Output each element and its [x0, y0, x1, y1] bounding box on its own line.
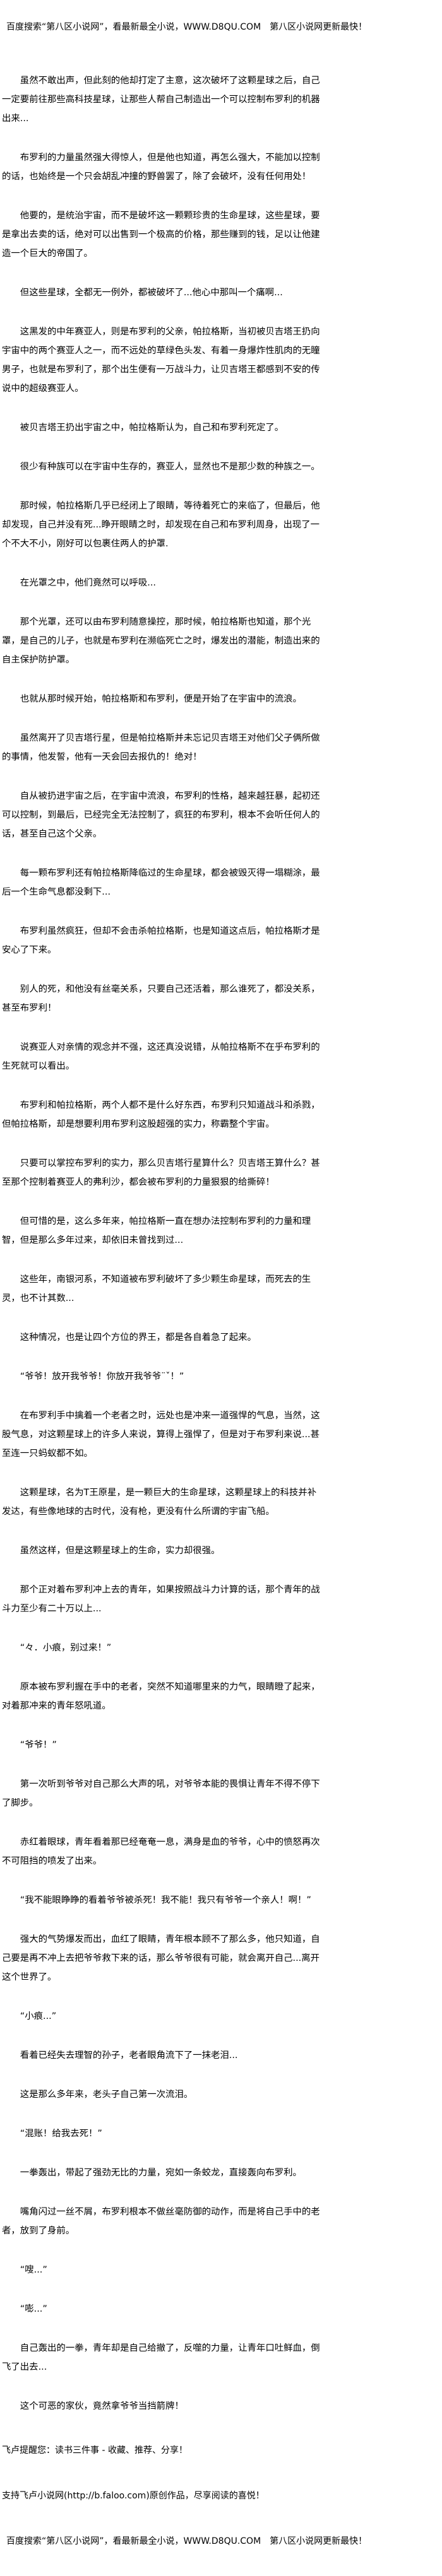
paragraph: 第一次听到爷爷对自己那么大声的吼，对爷爷本能的畏惧让青年不得不停下了脚步。	[2, 1779, 320, 1808]
paragraph: 这颗星球，名为T王原星，是一颗巨大的生命星球，这颗星球上的科技并补发达，有些像地…	[2, 1488, 317, 1517]
paragraph: 但可惜的是，这么多年来，帕拉格斯一直在想办法控制布罗利的力量和理智，但是那么多年…	[2, 1216, 311, 1245]
paragraph: 但这些星球，全都无一例外，都被破坏了...他心中那叫一个痛啊...	[20, 288, 283, 298]
paragraph: 一拳轰出，带起了强劲无比的力量，宛如一条蛟龙，直接轰向布罗利。	[20, 2168, 302, 2178]
paragraph: 被贝吉塔王扔出宇宙之中，帕拉格斯认为，自己和布罗利死定了。	[20, 423, 284, 433]
chapter-page: 百度搜索“第八区小说网”，看最新最全小说，WWW.D8QU.COM 第八区小说网…	[0, 18, 367, 2551]
paragraph: 原本被布罗利握在手中的老者，突然不知道哪里来的力气，眼睛瞪了起来，对着那冲来的青…	[2, 1682, 320, 1711]
paragraph: 这个可恶的家伙，竟然拿爷爷当挡箭牌！	[20, 2401, 184, 2411]
paragraph: 别人的死，和他没有丝毫关系，只要自己还活着，那么谁死了，都没关系，甚至布罗利！	[2, 984, 320, 1013]
paragraph: “小痕...”	[20, 2011, 57, 2021]
paragraph: “爷爷！放开我爷爷！你放开我爷爷¨ˇ！”	[20, 1372, 184, 1382]
support-notice: 支持飞卢小说网(http://b.faloo.com)原创作品，尽享阅读的喜悦！	[2, 2491, 265, 2501]
paragraph: “我不能眼睁睁的看着爷爷被杀死！我不能！我只有爷爷一个亲人！啊！”	[20, 1895, 311, 1905]
paragraph: 布罗利虽然疯狂，但却不会击杀帕拉格斯，也是知道这点后，帕拉格斯才是安心了下来。	[2, 926, 320, 955]
paragraph: “嗖...”	[20, 2265, 47, 2275]
paragraph: 在光罩之中，他们竟然可以呼吸...	[20, 578, 156, 588]
paragraph: 虽然离开了贝吉塔行星，但是帕拉格斯并未忘记贝吉塔王对他们父子俩所做的事情，他发誓…	[2, 733, 320, 762]
paragraph: 布罗利和帕拉格斯，两个人都不是什么好东西，布罗利只知道战斗和杀戮，但帕拉格斯，却…	[2, 1100, 320, 1129]
paragraph: 那个正对着布罗利冲上去的青年，如果按照战斗力计算的话，那个青年的战斗力至少有二十…	[2, 1585, 320, 1614]
paragraph: 只要可以掌控布罗利的实力，那么贝吉塔行星算什么？贝吉塔王算什么？甚至那个控制着赛…	[2, 1158, 320, 1187]
paragraph: 这黑发的中年赛亚人，则是布罗利的父亲，帕拉格斯，当初被贝吉塔王扔向宇宙中的两个赛…	[2, 327, 320, 394]
paragraph: 自己轰出的一拳，青年却是自己给撤了，反噬的力量，让青年口吐鲜血，倒飞了出去...	[2, 2343, 320, 2372]
site-banner-bottom: 百度搜索“第八区小说网”，看最新最全小说，WWW.D8QU.COM 第八区小说网…	[6, 2536, 367, 2546]
chapter-footer: 飞卢提醒您：读书三件事 - 收藏、推荐、分享！ 支持飞卢小说网(http://b…	[2, 2441, 367, 2551]
paragraph: 在布罗利手中擒着一个老者之时，远处也是冲来一道强悍的气息，当然，这股气息，对这颗…	[2, 1411, 320, 1459]
paragraph: 这些年，南银河系，不知道被布罗利破坏了多少颗生命星球，而死去的生灵，也不计其数.…	[2, 1274, 311, 1303]
paragraph: 布罗利的力量虽然强大得惊人，但是他也知道，再怎么强大，不能加以控制的话，也始终是…	[2, 153, 320, 182]
paragraph: 看着已经失去理智的孙子，老者眼角流下了一抹老泪...	[20, 2050, 238, 2061]
site-banner-top: 百度搜索“第八区小说网”，看最新最全小说，WWW.D8QU.COM 第八区小说网…	[6, 22, 367, 32]
paragraph: 这种情况，也是让四个方位的界王，都是各自着急了起来。	[20, 1332, 256, 1343]
paragraph: 他要的，是统治宇宙，而不是破坏这一颗颗珍贵的生命星球，这些星球，要是拿出去卖的话…	[2, 211, 320, 259]
chapter-content: 虽然不敢出声，但此刻的他却打定了主意，这次破坏了这颗星球之后，自己一定要前往那些…	[2, 71, 325, 2416]
paragraph: 自从被扔进宇宙之后，在宇宙中流浪，布罗利的性格，越来越狂暴，起初还可以控制，到最…	[2, 791, 320, 839]
paragraph: 那时候，帕拉格斯几乎已经闭上了眼睛，等待着死亡的来临了，但最后，他却发现，自己并…	[2, 501, 320, 549]
paragraph: 说赛亚人对亲情的观念并不强，这还真没说错，从帕拉格斯不在乎布罗利的生死就可以看出…	[2, 1042, 320, 1071]
paragraph: “々．小痕，别过来！”	[20, 1643, 112, 1653]
paragraph: 虽然这样，但是这颗星球上的生命，实力却很强。	[20, 1546, 220, 1556]
paragraph: “爷爷！”	[20, 1740, 57, 1750]
paragraph: 那个光罩，还可以由布罗利随意操控，那时候，帕拉格斯也知道，那个光罩，是自己的儿子…	[2, 617, 320, 665]
paragraph: 赤红着眼球，青年看着那已经奄奄一息，满身是血的爷爷，心中的愤怒再次不可阻挡的喷发…	[2, 1837, 320, 1866]
paragraph: 虽然不敢出声，但此刻的他却打定了主意，这次破坏了这颗星球之后，自己一定要前往那些…	[2, 76, 320, 124]
paragraph: 每一颗布罗利还有帕拉格斯降临过的生命星球，都会被毁灭得一塌糊涂，最后一个生命气息…	[2, 868, 320, 897]
paragraph: “嘭...”	[20, 2304, 47, 2314]
paragraph: 也就从那时候开始，帕拉格斯和布罗利，便是开始了在宇宙中的流浪。	[20, 694, 302, 704]
paragraph: 嘴角闪过一丝不屑，布罗利根本不做丝毫防御的动作，而是将自己手中的老者，放到了身前…	[2, 2207, 320, 2236]
paragraph: 强大的气势爆发而出，血红了眼睛，青年根本顾不了那么多，他只知道，自己要是再不冲上…	[2, 1934, 320, 1982]
paragraph: 很少有种族可以在宇宙中生存的，赛亚人，显然也不是那少数的种族之一。	[20, 462, 320, 472]
paragraph: 这是那么多年来，老头子自己第一次流泪。	[20, 2090, 193, 2100]
paragraph: “混账！给我去死！”	[20, 2129, 102, 2139]
reading-reminder: 飞卢提醒您：读书三件事 - 收藏、推荐、分享！	[2, 2445, 188, 2455]
